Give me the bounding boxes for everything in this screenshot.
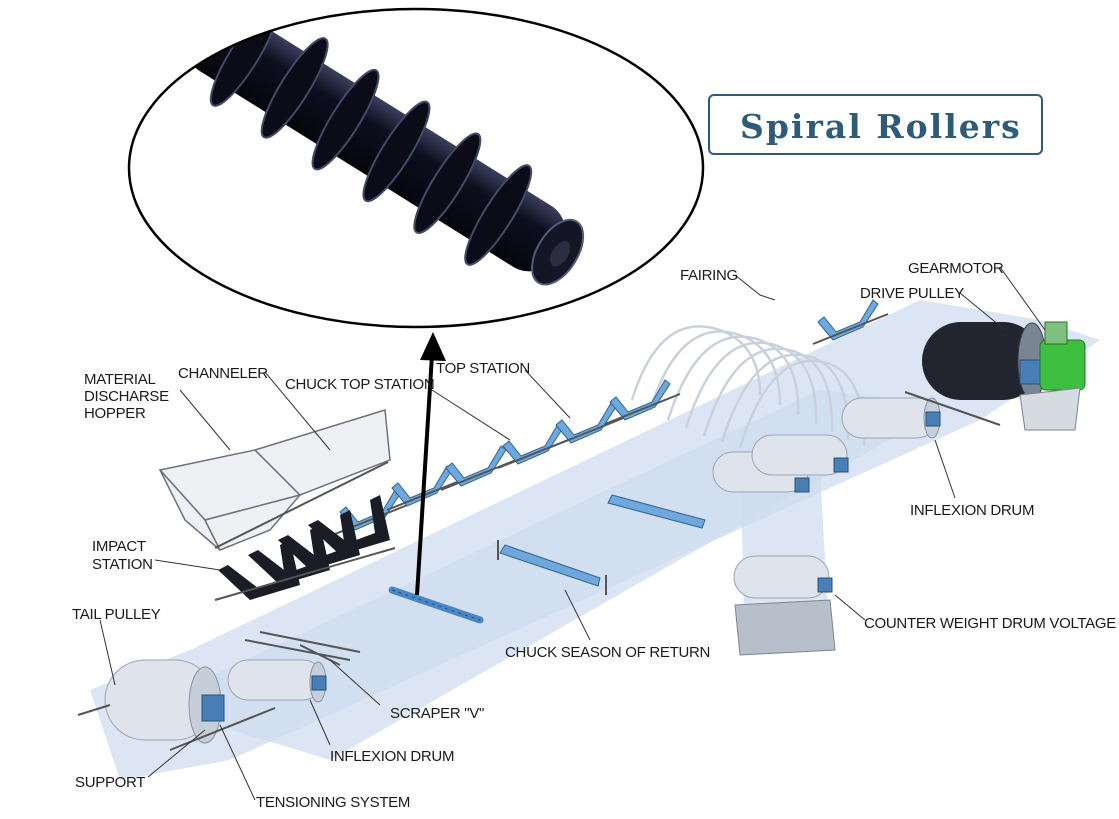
title-box: Spiral Rollers xyxy=(708,94,1043,155)
component-labels: MATERIAL DISCHARSE HOPPER CHANNELER CHUC… xyxy=(72,260,1117,811)
label-gearmotor: GEARMOTOR xyxy=(908,260,1004,277)
label-tail-pulley: TAIL PULLEY xyxy=(72,606,161,623)
label-material-hopper-2: DISCHARSE xyxy=(84,388,169,405)
spiral-roller-zoom xyxy=(127,7,705,329)
label-inflexion-drum-left: INFLEXION DRUM xyxy=(330,748,454,765)
counter-weight-drum xyxy=(733,555,836,656)
spiral-return-roller xyxy=(388,586,484,624)
label-support: SUPPORT xyxy=(75,774,145,791)
label-material-hopper-3: HOPPER xyxy=(84,405,146,422)
gearmotor xyxy=(1019,321,1086,431)
label-impact-station-1: IMPACT xyxy=(92,538,146,555)
label-scraper-v: SCRAPER "V" xyxy=(390,705,484,722)
label-impact-station-2: STATION xyxy=(92,556,153,573)
inflexion-drum-right xyxy=(841,397,941,439)
label-top-station: TOP STATION xyxy=(436,360,530,377)
label-chuck-top-station: CHUCK TOP STATION xyxy=(285,376,434,393)
label-material-hopper-1: MATERIAL xyxy=(84,371,156,388)
discharge-hopper xyxy=(158,449,303,551)
impact-station xyxy=(214,495,396,601)
drive-pulley xyxy=(922,322,1047,400)
take-up-rod xyxy=(904,391,1001,426)
label-channeler: CHANNELER xyxy=(178,365,268,382)
label-tensioning-system: TENSIONING SYSTEM xyxy=(256,794,410,811)
leader-lines xyxy=(99,266,1046,801)
inflexion-drum-left xyxy=(227,659,327,703)
label-counter-weight-drum: COUNTER WEIGHT DRUM VOLTAGE xyxy=(864,615,1116,632)
label-chuck-season-of-return: CHUCK SEASON OF RETURN xyxy=(505,644,710,661)
label-drive-pulley: DRIVE PULLEY xyxy=(860,285,964,302)
diagram-title: Spiral Rollers xyxy=(740,107,1022,146)
fairing-cover xyxy=(630,325,866,449)
label-inflexion-drum-right: INFLEXION DRUM xyxy=(910,502,1034,519)
return-stations xyxy=(497,494,706,595)
channeler xyxy=(214,409,391,549)
tail-pulley xyxy=(77,659,276,751)
zoom-arrow xyxy=(415,332,446,596)
scraper-v xyxy=(244,631,361,666)
snub-drums xyxy=(712,434,849,493)
label-fairing: FAIRING xyxy=(680,267,738,284)
